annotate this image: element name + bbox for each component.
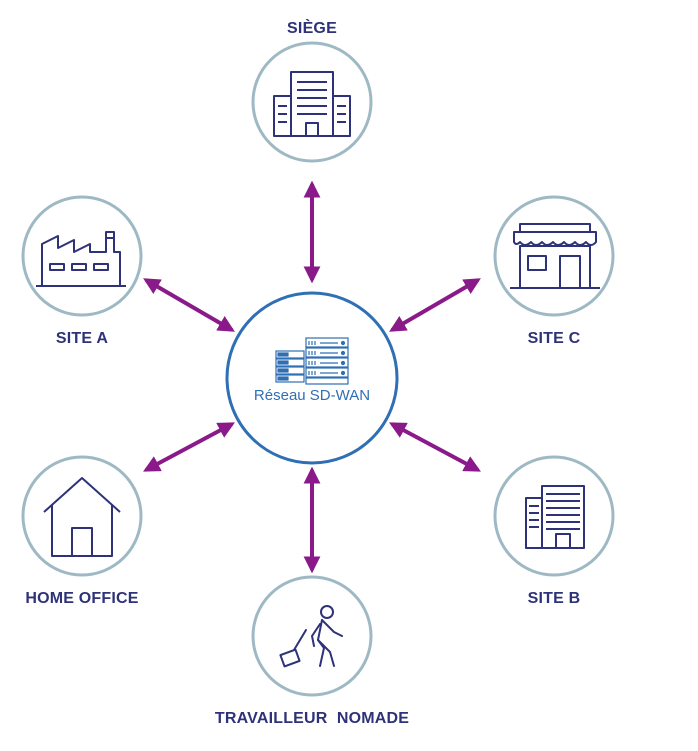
- center-node: [225, 291, 399, 465]
- arrow-site-b: [389, 422, 481, 472]
- label-home-office: HOME OFFICE: [25, 590, 139, 607]
- arrow-site-a: [143, 278, 235, 332]
- apartment-building-icon: [525, 485, 585, 549]
- factory-icon: [36, 231, 126, 287]
- server-rack-icon: [275, 337, 349, 385]
- ring-site-a: [21, 195, 143, 317]
- connection-arrows: [143, 180, 481, 574]
- label-site-c: SITE C: [527, 330, 581, 347]
- ring-home-office: [21, 455, 143, 577]
- label-siege: SIÈGE: [287, 20, 337, 37]
- arrow-home-office: [143, 422, 235, 472]
- label-travailleur-nomade: TRAVAILLEUR NOMADE: [214, 710, 410, 727]
- label-site-a: SITE A: [55, 330, 109, 347]
- store-icon: [510, 223, 600, 289]
- traveler-icon: [279, 605, 343, 668]
- ring-siege: [251, 41, 373, 163]
- center-node-label: Réseau SD-WAN: [253, 387, 371, 404]
- label-site-b: SITE B: [527, 590, 581, 607]
- house-icon: [43, 477, 121, 557]
- ring-site-c: [493, 195, 615, 317]
- arrow-site-c: [389, 278, 481, 332]
- office-building-icon: [273, 71, 351, 137]
